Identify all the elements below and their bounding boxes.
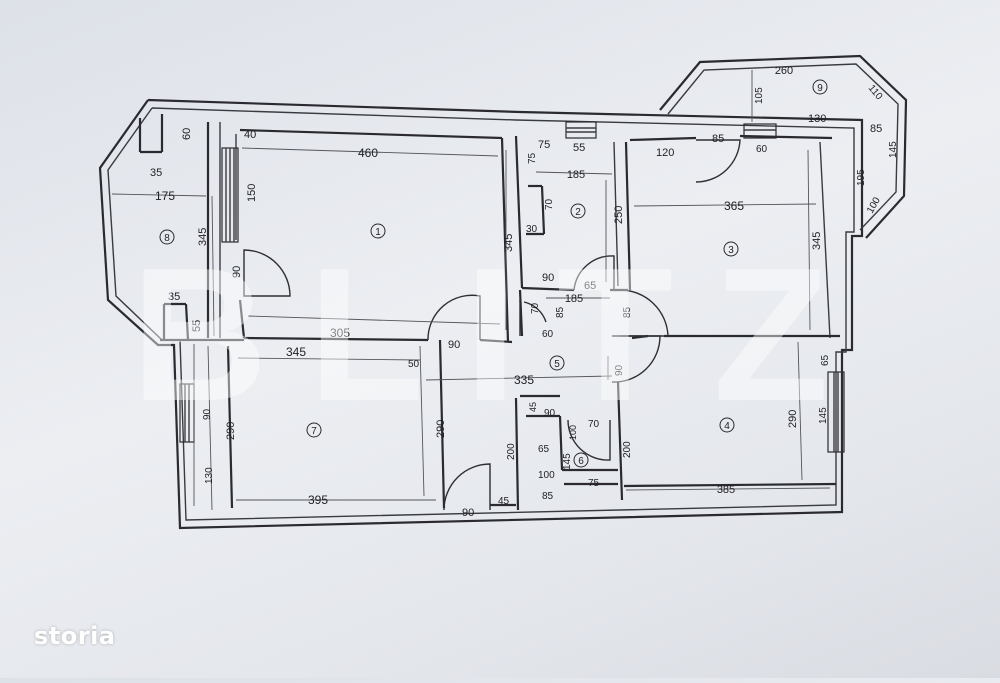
dim-290-room7-left: 290 [225,422,237,440]
dim-60-room3: 60 [756,144,768,155]
dim-50: 50 [408,359,420,370]
svg-text:3: 3 [728,245,734,256]
svg-text:8: 8 [164,233,170,244]
room-label-9: 9 [812,79,828,95]
dim-175: 175 [155,189,175,203]
dim-60-top-left: 60 [181,128,193,140]
dim-30: 30 [526,224,538,235]
bay-window-walls [659,54,908,239]
dim-100-bath-door: 100 [568,425,578,440]
dim-110: 110 [866,83,885,103]
dim-150: 150 [246,184,258,202]
dim-75-room2-top: 75 [538,139,550,151]
dim-145-bay: 145 [888,141,899,158]
dim-85-room3-door: 85 [712,133,724,145]
dim-40: 40 [244,129,256,141]
dim-145-room4: 145 [818,407,829,424]
windows [179,121,845,453]
room-label-4: 4 [719,417,735,433]
dim-130-room3: 130 [808,113,826,125]
dim-85-bath-bottom: 85 [542,491,554,502]
dim-120: 120 [656,147,674,159]
dim-65-bath: 65 [538,444,550,455]
dim-90-bath: 90 [544,408,556,419]
dim-395: 395 [308,493,328,507]
interior-walls [138,114,840,511]
room-label-5: 5 [549,355,565,371]
dim-105: 105 [754,87,765,104]
dim-385: 385 [717,484,735,496]
room-label-2: 2 [570,203,586,219]
svg-text:6: 6 [578,456,584,467]
dimension-lines [111,70,831,511]
svg-text:4: 4 [724,421,730,432]
room-label-8: 8 [159,229,175,245]
svg-text:2: 2 [575,207,581,218]
dim-35-bottom-left: 35 [168,291,180,303]
dim-55: 55 [191,320,203,332]
dim-65-room2-door: 65 [584,280,596,292]
dim-90-entry: 90 [462,507,474,519]
svg-text:5: 5 [554,359,560,370]
dim-65-room4: 65 [820,354,831,366]
dim-90-room2-bottom: 90 [542,272,554,284]
dim-85-bay: 85 [870,123,882,135]
dim-185-hall: 185 [565,293,583,305]
dim-100-bay: 100 [865,195,883,215]
dim-290-room4: 290 [787,410,799,428]
dim-305: 305 [330,326,350,340]
dim-35-top-left: 35 [150,167,162,179]
dim-90-room8-door: 90 [231,266,243,278]
dim-460: 460 [358,146,378,160]
dim-70-bath: 70 [588,419,600,430]
dim-345-room7-top: 345 [286,345,306,359]
svg-text:1: 1 [375,227,381,238]
dim-335: 335 [514,373,534,387]
room-labels: 1 2 3 4 5 6 7 8 [159,79,828,468]
dim-130-room7: 130 [204,467,215,484]
dim-345-room1: 345 [503,234,515,252]
dim-90-hall-door: 90 [614,364,625,376]
dim-90-room1-door: 90 [448,339,460,351]
dim-75-room2-side: 75 [527,152,538,164]
dim-195: 195 [856,169,867,186]
dimension-labels: 460 40 60 35 175 150 345 90 35 55 305 34… [150,65,899,519]
outer-walls [98,98,864,530]
dim-365: 365 [724,199,744,213]
dim-185-room2: 185 [567,169,585,181]
dim-55-room2-top: 55 [573,142,585,154]
dim-250: 250 [613,206,625,224]
room-label-6: 6 [573,452,589,468]
room-label-1: 1 [370,223,386,239]
dim-90-room7-window: 90 [202,408,213,420]
room-label-7: 7 [306,422,322,438]
dim-290-room7-right: 290 [435,420,447,438]
dim-60-hall: 60 [542,329,554,340]
dim-345-room3: 345 [811,232,823,250]
storia-logo: storia [34,622,116,650]
dim-100-bath-bottom: 100 [538,470,555,481]
dim-85-hall-right: 85 [622,306,633,318]
dim-45-bath: 45 [528,402,538,412]
dim-200-bath-left: 200 [506,443,517,460]
svg-text:9: 9 [817,83,823,94]
dim-70-room2: 70 [544,198,555,210]
dim-70-hall: 70 [530,302,541,314]
dim-145-bath: 145 [562,453,573,470]
doors [243,139,741,511]
dim-260: 260 [775,65,793,77]
dim-75-bath-bottom: 75 [588,478,600,489]
svg-text:7: 7 [311,426,317,437]
room-label-3: 3 [723,241,739,257]
dim-200-room4: 200 [622,441,633,458]
dim-45-entry: 45 [498,496,510,507]
dim-85-hall-left: 85 [555,306,566,318]
dim-345-room8: 345 [197,228,209,246]
